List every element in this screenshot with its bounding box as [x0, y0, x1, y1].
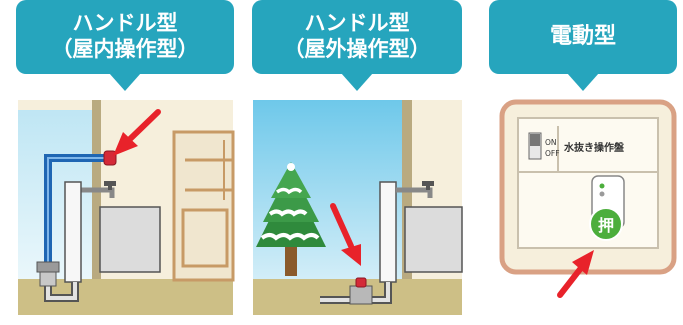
electric-scene: [499, 99, 677, 298]
faucet-icon: [396, 181, 434, 198]
pointer-arrow-icon: [113, 109, 161, 156]
title-line1: 電動型: [549, 23, 616, 49]
valve-body: [36, 261, 60, 273]
title-line1: ハンドル型: [72, 11, 178, 36]
push-button[interactable]: [589, 207, 623, 241]
supply-pipe: [64, 181, 82, 283]
bubble-tail: [567, 73, 599, 91]
title-outdoor-handle: ハンドル型 （屋外操作型）: [252, 0, 462, 74]
valve-handle-icon: [103, 150, 117, 166]
control-panel-box: [517, 117, 659, 249]
valve-body: [349, 285, 373, 305]
indoor-scene: [18, 100, 235, 315]
title-line2: （屋内操作型）: [51, 37, 199, 61]
title-indoor-handle: ハンドル型 （屋内操作型）: [16, 0, 234, 74]
title-line2: （屋外操作型）: [283, 37, 431, 61]
valve-handle-icon: [355, 277, 367, 288]
sink: [404, 206, 463, 273]
switch-off-label: OFF: [545, 149, 560, 158]
snowy-tree-icon: [256, 162, 326, 276]
switch-on-label: ON: [545, 138, 557, 147]
cabinet-illustration: [172, 130, 235, 282]
control-panel-label: 水抜き操作盤: [563, 141, 625, 154]
bubble-tail: [109, 73, 141, 91]
title-line1: ハンドル型: [304, 11, 410, 36]
outdoor-scene: [253, 100, 463, 315]
supply-pipe: [379, 181, 397, 283]
faucet-icon: [80, 181, 116, 198]
pointer-arrow-icon: [330, 203, 361, 266]
pointer-arrow-icon: [557, 250, 594, 298]
title-electric: 電動型: [489, 0, 677, 74]
push-button-label: 押: [598, 216, 614, 235]
bubble-tail: [341, 73, 373, 91]
indicator-led-icon: [599, 183, 605, 189]
indicator-led-icon: [599, 191, 605, 197]
sink: [99, 206, 161, 273]
